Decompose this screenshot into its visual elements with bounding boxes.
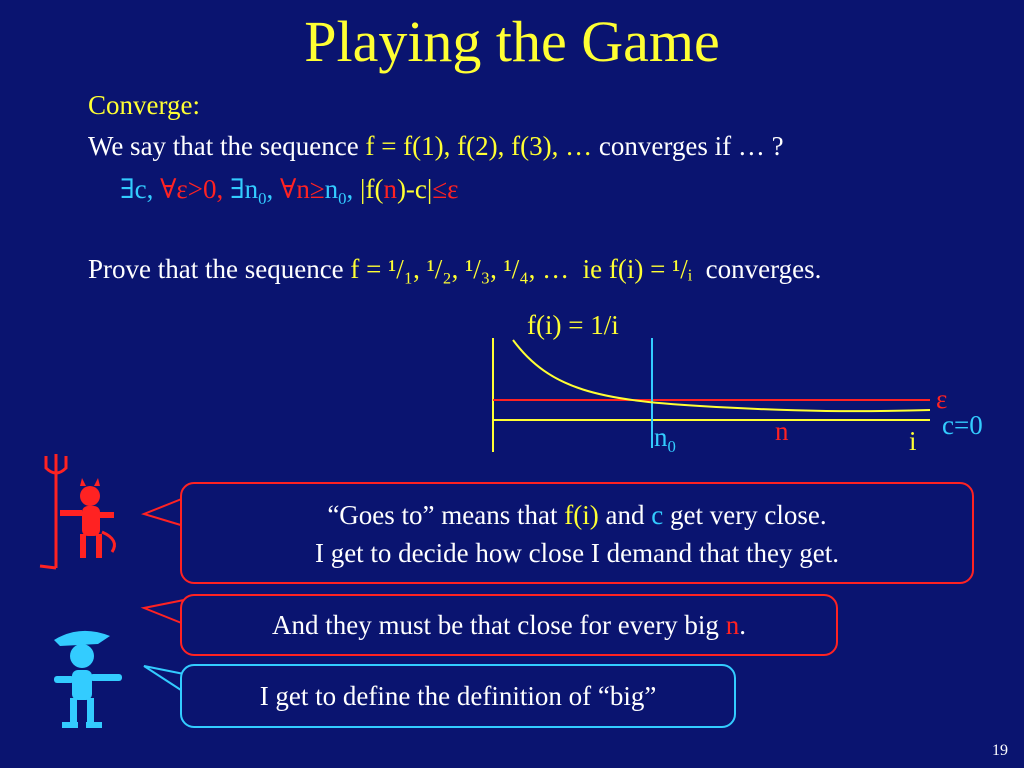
exists-n0: ∃n0, xyxy=(230,174,274,208)
devil-line-1: “Goes to” means that f(i) and c get very… xyxy=(327,500,827,530)
le-eps: ≤ε xyxy=(432,174,459,204)
quantifier-line: ∃c, ∀ε>0, ∃n0, ∀n≥n0, |f(n)-c|≤ε xyxy=(120,172,458,216)
bubble-tail-devil xyxy=(140,497,185,527)
hero-speech-bubble: I get to define the definition of “big” xyxy=(180,664,736,728)
n-label: n xyxy=(775,416,789,446)
eps-label: ε xyxy=(936,384,948,414)
hero-icon xyxy=(54,630,122,728)
graph-label: f(i) = 1/i xyxy=(527,310,619,340)
convergence-graph xyxy=(492,338,931,452)
converge-post: converges if … ? xyxy=(592,131,784,161)
curve-1-over-i xyxy=(512,339,931,413)
forall-eps: ∀ε>0, xyxy=(160,174,224,204)
prove-pre: Prove that the sequence xyxy=(88,254,351,284)
n-geq-n0: n0, xyxy=(324,174,354,208)
c-label: c=0 xyxy=(942,410,983,440)
devil-speech-bubble-2: And they must be that close for every bi… xyxy=(180,594,838,656)
prove-statement: Prove that the sequence f = ¹/₁, ¹/₂, ¹/… xyxy=(88,252,821,286)
converge-heading: Converge: xyxy=(88,90,200,120)
prove-ie: ie f(i) = ¹/ᵢ xyxy=(582,254,693,284)
i-label: i xyxy=(909,426,917,456)
converge-pre: We say that the sequence xyxy=(88,131,366,161)
prove-post: converges. xyxy=(705,254,822,284)
slide-title: Playing the Game xyxy=(304,9,720,74)
devil-icon xyxy=(39,454,116,570)
page-number: 19 xyxy=(992,742,1008,759)
prove-sequence: f = ¹/₁, ¹/₂, ¹/₃, ¹/₄, … xyxy=(350,254,570,284)
bubble-tail-hero xyxy=(143,665,185,693)
converge-statement: We say that the sequence f = f(1), f(2),… xyxy=(88,129,784,163)
devil-line-2: I get to decide how close I demand that … xyxy=(314,538,840,568)
forall-n: ∀n≥ xyxy=(280,174,325,204)
abs-diff: |f(n)-c| xyxy=(360,174,433,204)
devil-speech-bubble: “Goes to” means that f(i) and c get very… xyxy=(180,482,974,584)
bubble-tail-devil-2 xyxy=(140,599,185,625)
exists-c: ∃c, xyxy=(120,174,154,204)
sequence-text: f = f(1), f(2), f(3), … xyxy=(365,131,593,161)
n0-label: n0 xyxy=(654,422,676,456)
